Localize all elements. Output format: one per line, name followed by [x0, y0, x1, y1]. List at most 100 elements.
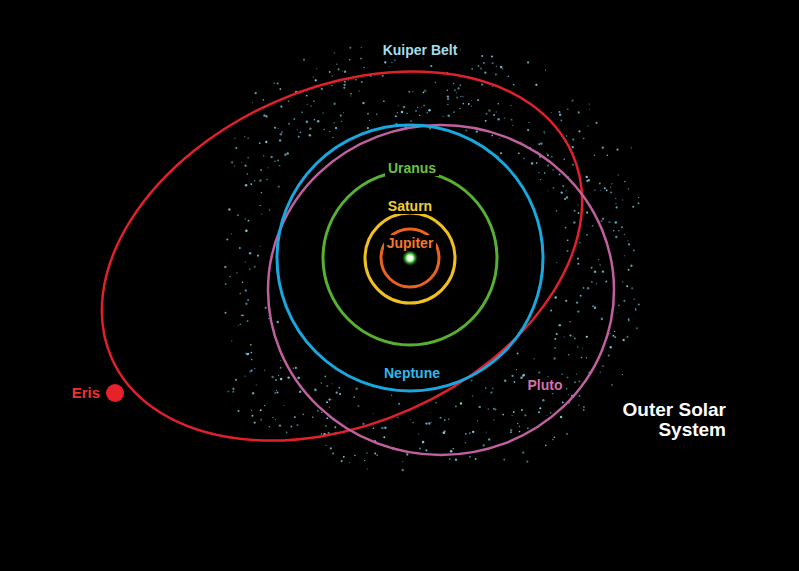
kuiper-object	[238, 325, 239, 326]
kuiper-object	[586, 212, 588, 214]
kuiper-object	[383, 436, 385, 438]
kuiper-object	[602, 271, 604, 273]
kuiper-object	[435, 402, 436, 403]
kuiper-object	[329, 131, 330, 132]
kuiper-object	[540, 179, 541, 180]
kuiper-object	[569, 334, 571, 336]
kuiper-object	[254, 266, 256, 268]
kuiper-object	[608, 221, 610, 223]
kuiper-object	[511, 375, 513, 377]
kuiper-object	[263, 155, 265, 157]
kuiper-object	[265, 307, 267, 309]
kuiper-object	[622, 281, 623, 282]
kuiper-object	[361, 47, 362, 48]
kuiper-object	[608, 354, 610, 356]
kuiper-object	[615, 203, 616, 204]
kuiper-object	[502, 414, 504, 416]
kuiper-object	[607, 155, 608, 156]
kuiper-object	[419, 447, 421, 449]
kuiper-object	[341, 121, 342, 122]
kuiper-object	[477, 99, 479, 101]
kuiper-object	[334, 426, 336, 428]
kuiper-object	[576, 373, 577, 374]
kuiper-object	[293, 368, 294, 369]
kuiper-object	[456, 96, 458, 98]
kuiper-object	[259, 179, 261, 181]
kuiper-object	[332, 452, 334, 454]
kuiper-object	[568, 394, 569, 395]
kuiper-object	[477, 65, 479, 67]
kuiper-object	[483, 444, 485, 446]
kuiper-object	[361, 81, 363, 83]
kuiper-object	[237, 410, 239, 412]
kuiper-object	[632, 206, 634, 208]
kuiper-object	[244, 375, 245, 376]
kuiper-object	[485, 120, 487, 122]
kuiper-object	[278, 128, 279, 129]
kuiper-object	[245, 184, 248, 187]
kuiper-object	[449, 458, 451, 460]
kuiper-object	[440, 417, 442, 419]
kuiper-object	[241, 315, 243, 317]
kuiper-object	[587, 125, 588, 126]
kuiper-object	[424, 89, 427, 92]
kuiper-object	[391, 62, 392, 63]
kuiper-object	[295, 367, 297, 369]
kuiper-object	[488, 109, 490, 111]
kuiper-object	[251, 410, 252, 411]
kuiper-object	[288, 101, 290, 103]
kuiper-object	[586, 180, 588, 182]
diagram-title-label: Outer Solar System	[573, 400, 729, 440]
kuiper-object	[487, 408, 489, 410]
kuiper-object	[260, 205, 261, 206]
kuiper-object	[329, 71, 331, 73]
kuiper-object	[613, 335, 615, 337]
sun	[402, 250, 418, 266]
kuiper-object	[237, 214, 239, 216]
kuiper-object	[545, 445, 547, 447]
kuiper-object	[250, 183, 252, 185]
kuiper-object	[336, 64, 337, 65]
kuiper-object	[529, 122, 530, 123]
kuiper-object	[355, 388, 358, 391]
kuiper-object	[514, 381, 516, 383]
kuiper-object	[247, 173, 248, 174]
kuiper-object	[418, 434, 419, 435]
planet-label: Pluto	[525, 377, 566, 393]
kuiper-object	[447, 98, 449, 100]
kuiper-object	[577, 258, 579, 260]
kuiper-object	[586, 234, 588, 236]
kuiper-object	[277, 321, 279, 323]
kuiper-object	[519, 431, 521, 433]
kuiper-object	[469, 432, 471, 434]
kuiper-object	[326, 385, 328, 387]
kuiper-object	[364, 67, 365, 68]
kuiper-object	[245, 230, 247, 232]
kuiper-object	[410, 120, 412, 122]
kuiper-object	[628, 320, 629, 321]
kuiper-object	[613, 230, 614, 231]
kuiper-object	[485, 113, 487, 115]
planet-label: Uranus	[385, 160, 439, 176]
kuiper-object	[266, 179, 268, 181]
kuiper-object	[314, 389, 317, 392]
kuiper-object	[527, 428, 529, 430]
kuiper-object	[264, 405, 265, 406]
kuiper-object	[481, 83, 483, 85]
kuiper-object	[623, 300, 625, 302]
kuiper-object	[248, 353, 250, 355]
kuiper-object	[431, 422, 432, 423]
kuiper-object	[384, 61, 386, 63]
kuiper-object	[274, 161, 275, 162]
kuiper-object	[406, 453, 408, 455]
kuiper-object	[376, 114, 377, 115]
neptune-orbit	[277, 125, 543, 391]
kuiper-object	[565, 227, 567, 229]
kuiper-object	[547, 165, 549, 167]
kuiper-object	[497, 118, 500, 121]
kuiper-object	[552, 169, 553, 170]
jupiter-orbit	[381, 229, 439, 287]
kuiper-object	[492, 62, 494, 64]
kuiper-object	[526, 461, 528, 463]
kuiper-object	[248, 220, 250, 222]
